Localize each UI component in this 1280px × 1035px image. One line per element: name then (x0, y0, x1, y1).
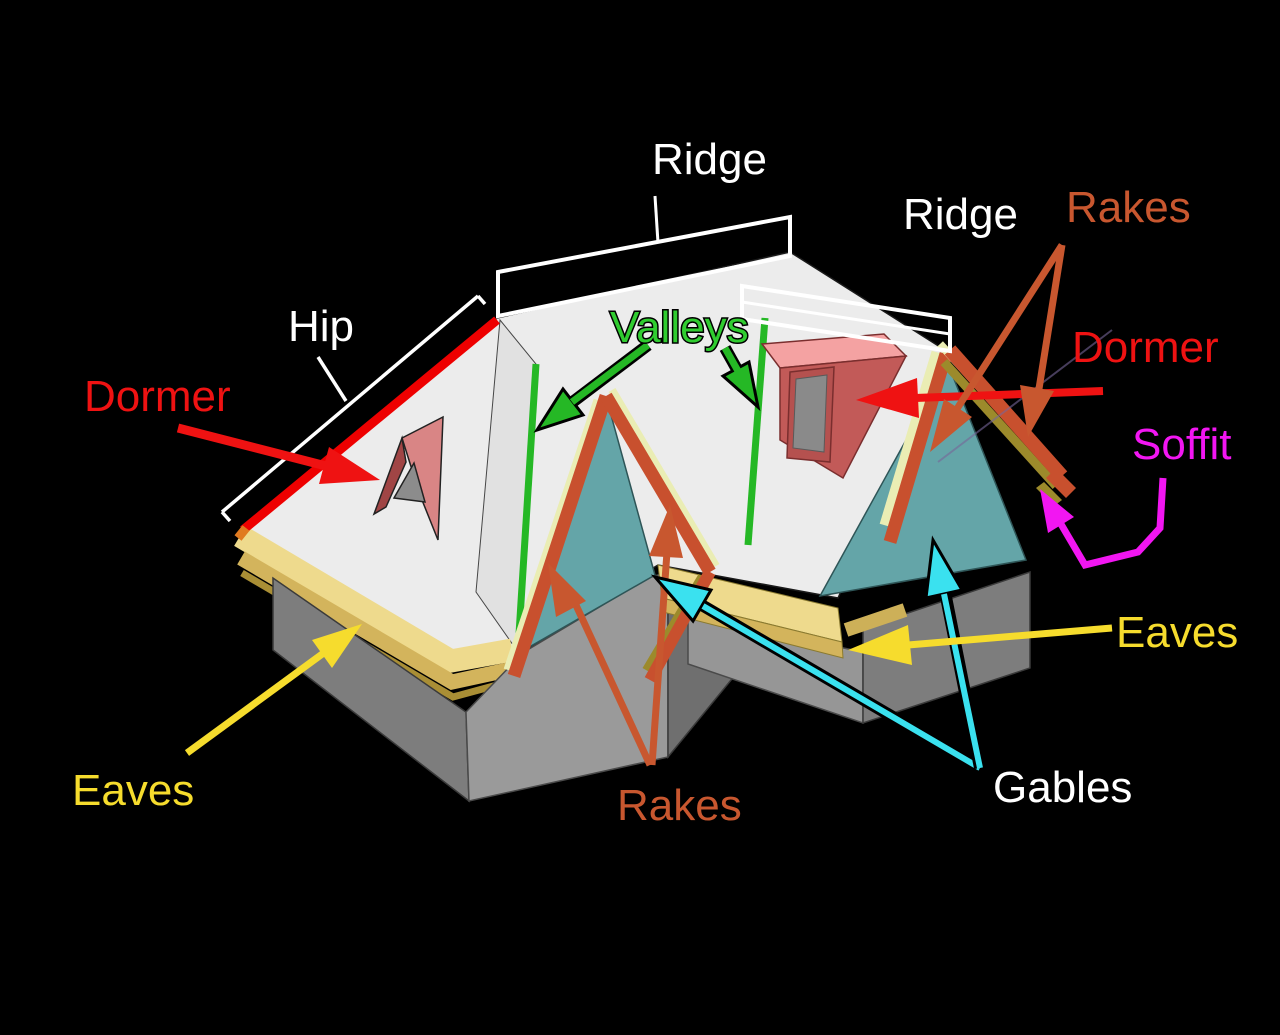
dormer-right-window (792, 374, 828, 453)
label-rakes-top: Rakes (1066, 183, 1191, 232)
rakes-arrows-top (930, 243, 1066, 452)
dormer-right (760, 333, 908, 480)
hip-leader (316, 356, 348, 402)
dormer-left (372, 415, 444, 541)
label-soffit: Soffit (1132, 420, 1231, 469)
soffit-arrow (1040, 477, 1167, 570)
label-ridge-right: Ridge (903, 190, 1018, 239)
valley-line-left (514, 363, 540, 651)
label-ridge-main: Ridge (652, 135, 767, 184)
valleys-arrow-right (719, 345, 761, 412)
eaves-arrow-left (184, 624, 362, 756)
rake-trim-center-gable (503, 387, 720, 683)
ridge-bracket-main (496, 195, 792, 319)
wall-right-side (862, 570, 1031, 725)
dormer-arrow-right (856, 378, 1104, 418)
hip-edge-highlight (240, 316, 500, 534)
label-rakes-bottom: Rakes (617, 781, 742, 830)
labels: Ridge Ridge Rakes Hip Dormer Valleys Dor… (72, 135, 1238, 830)
eaves-arrow-right (848, 624, 1113, 665)
rake-trim-right-gable (879, 341, 1076, 544)
label-gables: Gables (993, 763, 1132, 812)
label-dormer-left: Dormer (84, 372, 231, 421)
ridge-leader (653, 195, 660, 244)
dormer-arrow-left (176, 423, 380, 484)
label-eaves-left: Eaves (72, 766, 194, 815)
ridge-bracket-right (740, 283, 952, 354)
valleys-arrow-left (533, 340, 652, 433)
label-eaves-right: Eaves (1116, 608, 1238, 657)
label-valleys: Valleys (610, 303, 749, 352)
gables-arrow-right (924, 535, 986, 770)
label-dormer-right: Dormer (1072, 323, 1219, 372)
valley-line-right (744, 317, 769, 546)
gable-wall-right (818, 362, 1028, 598)
hip-bracket (220, 294, 487, 523)
label-hip: Hip (288, 302, 354, 351)
hip-edge-tip (234, 525, 250, 541)
gables-arrow-left (650, 574, 984, 774)
